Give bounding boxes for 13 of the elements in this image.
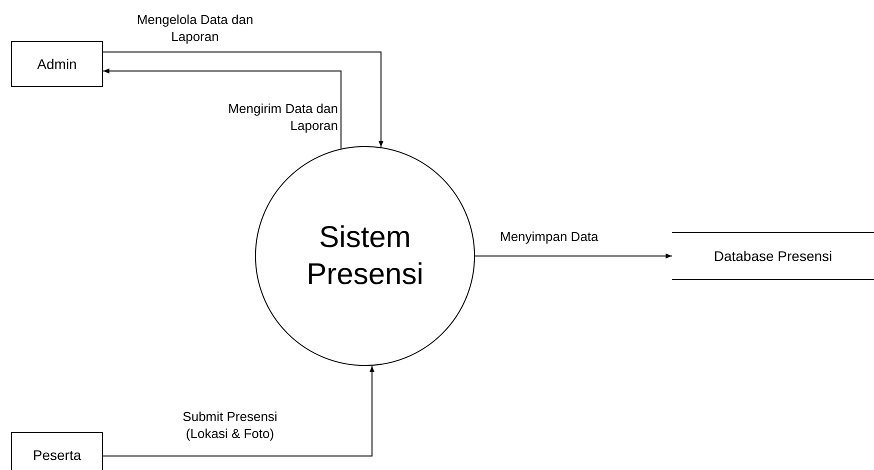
entity-box [11, 41, 103, 87]
arrow [102, 68, 342, 150]
edge-label: Mengelola Data dan Laporan [136, 12, 254, 46]
arrow [102, 52, 384, 148]
node-label: Admin [37, 56, 77, 72]
data-store [672, 232, 874, 280]
entity-box [11, 432, 103, 470]
arrow [474, 254, 672, 258]
node-label: Peserta [32, 447, 82, 463]
node-label: Sistem Presensi [306, 220, 424, 293]
node-label: Database Presensi [714, 248, 832, 264]
arrow [102, 365, 374, 456]
edge-label: Mengirim Data dan Laporan [226, 101, 338, 135]
